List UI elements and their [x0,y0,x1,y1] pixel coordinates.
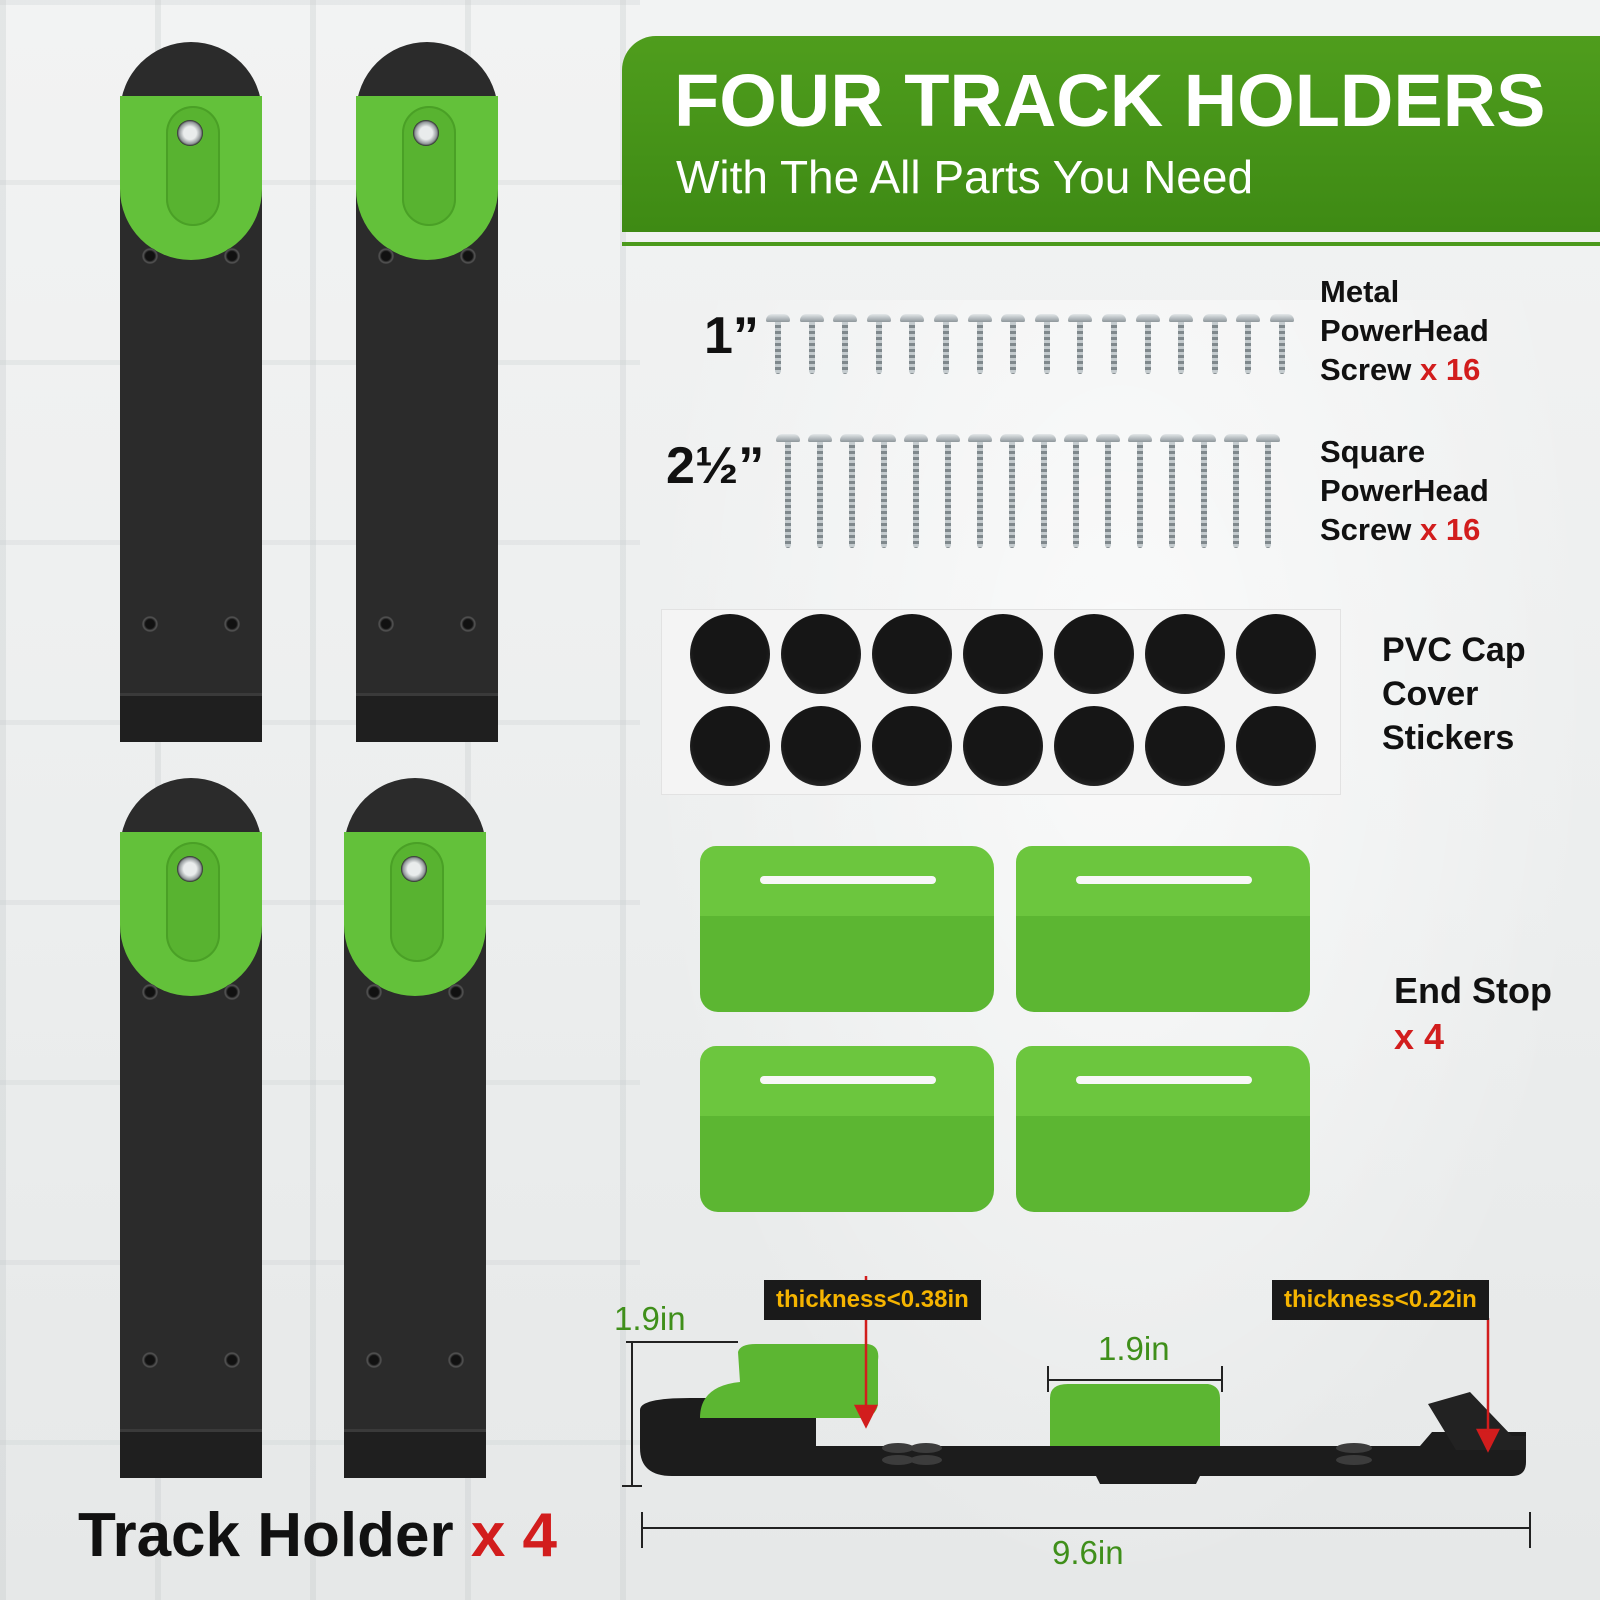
bolt-icon [177,856,203,882]
metal-screw-name-1: Metal [1320,274,1400,309]
page-title: FOUR TRACK HOLDERS [674,59,1546,142]
screw-hole [1336,1455,1372,1465]
metal-screw-qty: x 16 [1419,352,1481,387]
end-stop-profile [1050,1384,1220,1446]
screw-hole [882,1443,914,1453]
thickness-note-right: thickness<0.22in [1272,1280,1489,1320]
metal-screw-name-3-text: Screw [1320,352,1412,387]
pvc-label-line-3: Stickers [1382,719,1515,757]
page-subtitle: With The All Parts You Need [676,151,1254,203]
pvc-label-line-1: PVC Cap [1382,631,1526,669]
pvc-sticker-dot [1054,706,1134,786]
holder-hook [1428,1392,1526,1450]
track-holder-2 [356,42,498,742]
cap-profile [700,1344,879,1418]
pvc-sticker-dot [1145,614,1225,694]
screw-hole [910,1455,942,1465]
track-holder-qty: x 4 [470,1501,558,1570]
square-screw-name-3-text: Screw [1320,512,1412,547]
pvc-sticker-dot [872,614,952,694]
end-stop-4 [1016,1046,1312,1214]
end-stop-2 [1016,846,1312,1014]
pvc-sticker-sheet [662,610,1340,794]
metal-screw-name-2: PowerHead [1320,313,1489,348]
pvc-sticker-dot [963,706,1043,786]
length-dimension: 9.6in [1052,1534,1124,1571]
end-stop-1 [700,846,996,1014]
garage-door-background [0,0,640,1600]
arrowhead-icon [853,1404,879,1429]
pvc-sticker-dot [781,706,861,786]
bolt-icon [177,120,203,146]
pvc-sticker-dot [1236,706,1316,786]
track-holder-1 [120,42,262,742]
pvc-sticker-dot [963,614,1043,694]
end-stop-qty: x 4 [1394,1016,1445,1057]
end-stop-width-dimension: 1.9in [1098,1330,1170,1367]
square-screw-qty: x 16 [1419,512,1481,547]
header-underline [622,242,1600,246]
pvc-sticker-dot [781,614,861,694]
metal-screw-name-3: Screw x 16 [1320,350,1489,389]
bolt-icon [413,120,439,146]
screw-size-2-5in: 2½” [666,437,765,495]
end-stop-3 [700,1046,996,1214]
bolt-icon [401,856,427,882]
square-screw-name-3: Screw x 16 [1320,510,1489,549]
pvc-label-line-2: Cover [1382,675,1479,713]
end-stop-caption: End Stop x 4 [1394,968,1552,1060]
metal-screw-description: Metal PowerHead Screw x 16 [1320,272,1489,389]
track-holder-caption: Track Holder x 4 [78,1500,557,1571]
arrowhead-icon [1475,1428,1501,1453]
track-holder-3 [120,778,262,1478]
screw-hole [910,1443,942,1453]
track-holder-4 [344,778,486,1478]
holder-profile [640,1398,1526,1484]
header-banner [622,36,1600,232]
pvc-sticker-dot [1145,706,1225,786]
pvc-sticker-dot [690,706,770,786]
pvc-sticker-dot [690,614,770,694]
end-stop-label: End Stop [1394,970,1552,1011]
screw-hole [1336,1443,1372,1453]
square-screw-name-1: Square [1320,434,1426,469]
track-holder-label: Track Holder [78,1501,454,1570]
screw-hole [882,1455,914,1465]
pvc-sticker-dot [1236,614,1316,694]
pvc-sticker-dot [872,706,952,786]
square-screw-name-2: PowerHead [1320,473,1489,508]
square-screw-description: Square PowerHead Screw x 16 [1320,432,1489,549]
pvc-sticker-label: PVC Cap Cover Stickers [1382,628,1526,760]
pvc-sticker-dot [1054,614,1134,694]
height-dimension: 1.9in [614,1300,686,1337]
thickness-note-left: thickness<0.38in [764,1280,981,1320]
screw-size-1in: 1” [704,307,759,365]
